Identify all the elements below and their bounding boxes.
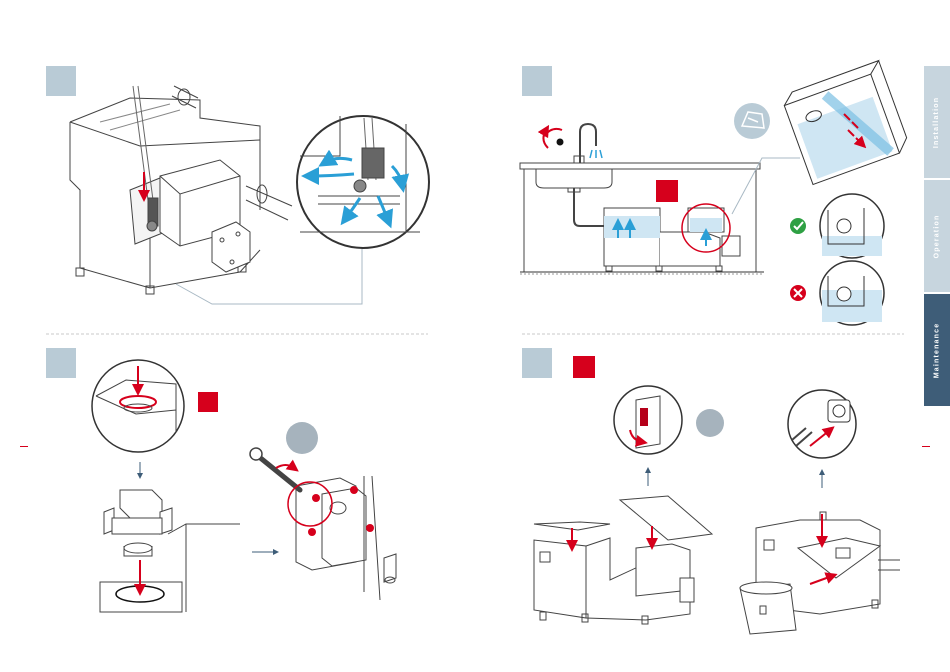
step2-illustration [520,124,764,274]
tab-operation-label: Operation [934,214,941,258]
margin-mark-left [20,446,28,447]
step2-flow-badge [734,103,770,139]
step2-black-dot [557,139,564,146]
check-icon [790,218,806,234]
step3-turn-arrow [276,465,294,468]
step-badge-3 [46,348,76,378]
step4-switch-zoom [614,386,682,454]
step3-valve-detail [296,476,396,600]
section-tabs: Installation Operation Maintenance [924,66,950,406]
tab-maintenance-label: Maintenance [934,322,941,378]
step1-leader [176,244,362,304]
step1-zoom [297,116,429,248]
tab-installation[interactable]: Installation [924,66,950,178]
step1-illustration [70,86,292,294]
plug-socket-icon [788,390,856,458]
step4-closed-trap [740,512,900,634]
water-tap-icon [590,150,602,158]
tab-installation-label: Installation [934,96,941,147]
level-bad-indicator [790,261,884,325]
tab-maintenance[interactable]: Maintenance [924,294,950,406]
step-badge-2 [522,66,552,96]
level-ok-indicator [790,194,884,258]
step4-warning-square [573,356,595,378]
step3-exploded-filter [100,490,240,612]
step3-warning-square [198,392,218,412]
margin-mark-right [922,446,930,447]
step-badge-1 [46,66,76,96]
step3-grey-badge [286,422,318,454]
step-badge-4 [522,348,552,378]
wrench-icon [250,448,300,490]
tab-operation[interactable]: Operation [924,180,950,292]
step4-grey-badge [696,409,724,437]
step2-tilted-tank [781,61,911,185]
step2-warning-square [656,180,678,202]
step4-open-trap [534,496,712,624]
